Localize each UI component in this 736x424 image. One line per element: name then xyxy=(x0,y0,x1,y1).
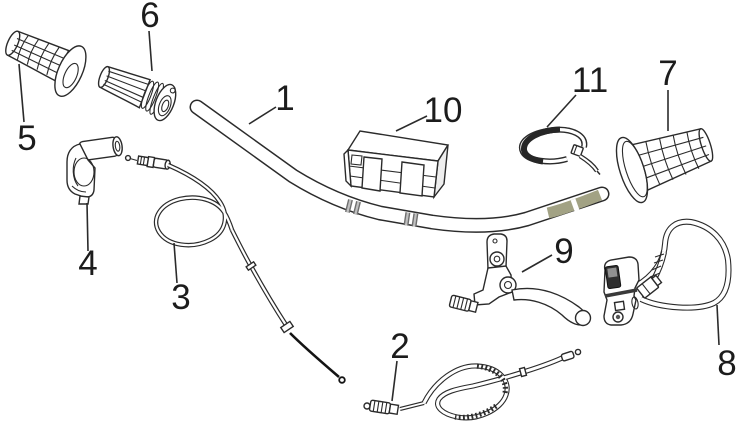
leader-line-8 xyxy=(716,304,720,346)
callout-1: 1 xyxy=(275,79,294,118)
callout-2: 2 xyxy=(390,327,409,366)
grip-end-band xyxy=(570,198,580,212)
left-grip-drawing xyxy=(5,30,87,97)
callout-8: 8 xyxy=(717,344,736,383)
leader-line-6 xyxy=(148,30,153,72)
callout-10: 10 xyxy=(424,91,463,130)
brake-lever-drawing xyxy=(448,233,592,327)
callout-9: 9 xyxy=(554,232,573,271)
callout-5: 5 xyxy=(17,119,36,158)
callout-6: 6 xyxy=(140,0,159,35)
leader-line-4 xyxy=(86,202,89,252)
kill-switch-slider xyxy=(604,264,622,290)
cable-tie-drawing xyxy=(518,126,601,175)
callout-7: 7 xyxy=(658,54,677,93)
handlebar-pad-drawing xyxy=(343,130,450,200)
callout-numbers: 1 2 3 4 5 6 7 8 9 10 11 xyxy=(17,0,736,383)
leader-line-9 xyxy=(521,254,553,273)
callout-4: 4 xyxy=(78,244,97,283)
brake-cable-drawing xyxy=(363,348,582,421)
leader-line-3 xyxy=(173,242,178,284)
handlebar-drawing xyxy=(189,99,610,233)
leader-line-2 xyxy=(391,360,398,402)
cable-coil-texture xyxy=(476,363,508,394)
leader-line-10 xyxy=(395,115,428,132)
leader-line-5 xyxy=(18,63,25,123)
leader-lines xyxy=(18,30,720,402)
leader-line-11 xyxy=(546,94,577,128)
right-grip-drawing xyxy=(615,127,714,204)
callout-3: 3 xyxy=(171,278,190,317)
throttle-housing-drawing xyxy=(66,136,123,205)
leader-line-1 xyxy=(248,106,277,125)
bar-position-bands xyxy=(344,199,419,227)
switch-assembly-drawing xyxy=(603,218,732,326)
callout-11: 11 xyxy=(572,61,608,100)
throttle-tube-drawing xyxy=(97,65,177,122)
throttle-cable-drawing xyxy=(124,154,346,384)
